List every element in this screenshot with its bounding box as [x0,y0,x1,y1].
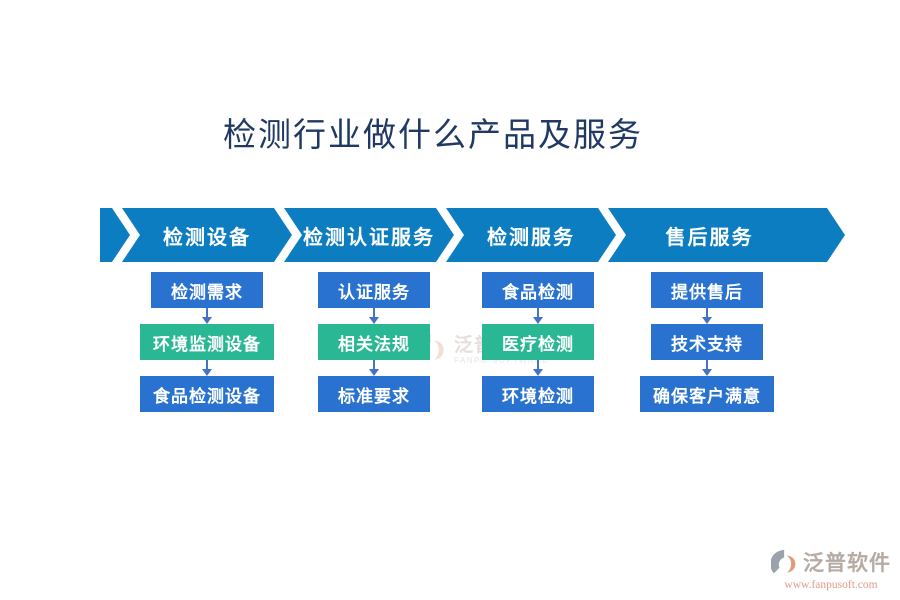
footer-brand: 泛普软件 www.fanpusoft.com [768,549,894,592]
header-segment-label: 售后服务 [665,226,754,249]
down-arrow-icon [701,308,713,324]
step-box: 食品检测设备 [140,376,274,412]
step-box: 相关法规 [318,324,430,360]
step-box: 确保客户满意 [640,376,774,412]
chevron-header-band: 检测设备 检测认证服务 检测服务 售后服务 [100,208,845,262]
down-arrow-icon [368,308,380,324]
chevron-start-piece [100,208,130,262]
footer-brand-name: 泛普软件 [803,552,891,575]
header-segment-certification-services: 检测认证服务 [284,208,454,262]
step-box: 食品检测 [482,272,594,308]
down-arrow-icon [201,360,213,376]
step-box: 标准要求 [318,376,430,412]
down-arrow-icon [368,360,380,376]
flow-column-testing-services: 食品检测 医疗检测 环境检测 [482,272,594,412]
down-arrow-icon [532,308,544,324]
header-segment-label: 检测设备 [163,226,251,249]
flow-column-after-sales: 提供售后 技术支持 确保客户满意 [640,272,774,412]
step-box: 技术支持 [651,324,763,360]
down-arrow-icon [701,360,713,376]
header-segment-after-sales: 售后服务 [608,208,845,262]
step-box: 医疗检测 [482,324,594,360]
fanpu-logo-icon [771,549,796,574]
page-title: 检测行业做什么产品及服务 [223,118,643,154]
flow-column-testing-equipment: 检测需求 环境监测设备 食品检测设备 [140,272,274,412]
step-box: 环境检测 [482,376,594,412]
step-box: 提供售后 [651,272,763,308]
watermark-brand-subtitle: FANPU SOFTWARE [454,355,549,365]
header-segment-testing-services: 检测服务 [446,208,616,262]
down-arrow-icon [201,308,213,324]
step-box: 环境监测设备 [140,324,274,360]
flow-column-certification-services: 认证服务 相关法规 标准要求 [318,272,430,412]
step-box: 认证服务 [318,272,430,308]
footer-brand-url: www.fanpusoft.com [784,579,878,591]
step-box: 检测需求 [151,272,263,308]
down-arrow-icon [532,360,544,376]
header-segment-label: 检测服务 [487,226,575,249]
header-segment-testing-equipment: 检测设备 [122,208,292,262]
header-segment-label: 检测认证服务 [303,226,435,249]
